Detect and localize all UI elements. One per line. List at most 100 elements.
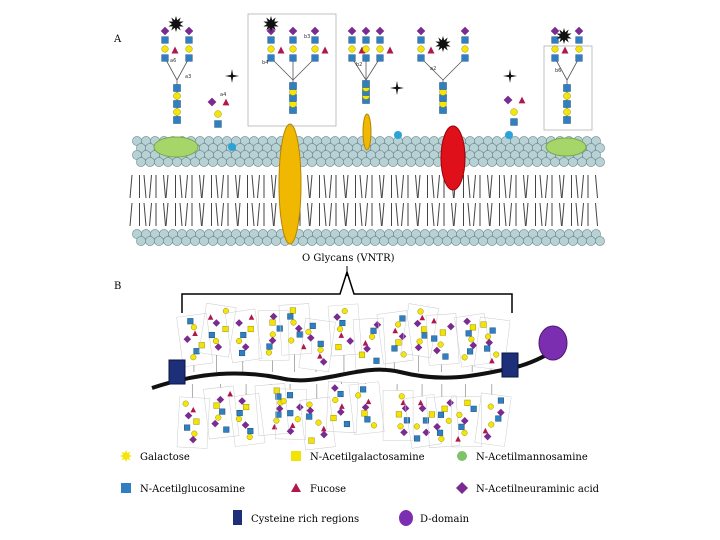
yellow-transmembrane-protein: [278, 123, 302, 245]
o-glycan-cluster: [275, 384, 308, 440]
galactose-circle: [306, 401, 313, 408]
lipid-head: [424, 236, 434, 246]
lipid-tail: [359, 174, 363, 199]
cyan-dot: [394, 131, 402, 139]
glcnac-square: [266, 343, 273, 350]
glcnac-square: [563, 100, 571, 108]
sialic-diamond: [485, 338, 494, 347]
lipid-head: [208, 236, 218, 246]
lipid-tail: [595, 174, 598, 199]
sialic-diamond: [336, 408, 345, 416]
galactose-circle: [362, 45, 370, 53]
o-glycan-cluster: [382, 384, 414, 441]
linkage-label: b4: [262, 60, 268, 66]
glycan-tree: [266, 26, 329, 114]
glycan-frame: [382, 390, 414, 441]
glycan-frame: [275, 388, 308, 440]
galnac-square: [308, 437, 315, 444]
lipid-tail: [503, 174, 507, 199]
glycan-frame: [348, 381, 385, 436]
galactose-circle: [311, 45, 319, 53]
lipid-head: [469, 157, 479, 167]
fucose-triangle: [248, 314, 255, 320]
galnac-icon: [291, 451, 301, 461]
sialic-diamond: [469, 341, 478, 350]
glcnac-square: [275, 393, 282, 400]
lipid-head: [352, 236, 362, 246]
galactose-icon: [120, 450, 132, 462]
panel-b-label: B: [114, 281, 121, 292]
lipid-head: [298, 236, 308, 246]
galactose-circle: [370, 422, 378, 429]
o-glycan-cluster: [425, 313, 460, 372]
galactose-circle: [173, 108, 181, 116]
glycan-tree: [347, 26, 394, 104]
lipid-tail: [329, 202, 332, 227]
fucose-triangle: [417, 399, 424, 406]
lipid-head: [172, 236, 182, 246]
lipid-head: [370, 157, 380, 167]
glycan-frame: [326, 381, 359, 433]
glcnac-square: [311, 54, 319, 62]
galactose-circle: [332, 396, 339, 404]
lipid-tail: [395, 202, 399, 227]
glycan-branch: [292, 57, 316, 81]
galactose-circle: [416, 338, 423, 345]
fucose-triangle: [455, 436, 461, 442]
lipid-tail: [199, 174, 202, 199]
mannosamine-icon: [457, 451, 467, 461]
sialic-diamond: [346, 337, 354, 345]
glcnac-square: [417, 36, 425, 44]
lipid-head: [514, 236, 524, 246]
lipid-tail: [251, 174, 255, 199]
glcnac-square: [461, 36, 469, 44]
galactose-circle: [484, 333, 492, 340]
lipid-head: [253, 157, 263, 167]
glycan-frame: [176, 313, 214, 368]
legend-label: N-Acetilmannosamine: [476, 452, 588, 463]
o-glycan-cluster: [198, 302, 237, 372]
lipid-head: [235, 236, 245, 246]
lipid-tail: [525, 174, 529, 199]
legend-label: D-domain: [420, 514, 470, 525]
lipid-tail: [545, 202, 548, 227]
o-glycan-cluster: [376, 310, 414, 372]
d-domain-icon: [399, 510, 413, 526]
lipid-head: [379, 236, 389, 246]
lipid-tail: [523, 202, 526, 227]
glcnac-square: [173, 100, 181, 108]
lipid-head: [586, 157, 596, 167]
fucose-triangle: [171, 46, 179, 54]
lipid-head: [595, 157, 605, 167]
lipid-head: [550, 157, 560, 167]
lipid-tail: [221, 202, 224, 227]
lipid-tail: [179, 174, 183, 199]
galactose-circle: [488, 421, 495, 428]
glcnac-square: [309, 322, 316, 329]
glcnac-square: [362, 80, 370, 88]
black-star-icon: [435, 36, 451, 52]
o-glycan-short: [503, 95, 526, 126]
lipid-tail: [525, 202, 529, 227]
fucose-triangle: [271, 423, 278, 430]
sialic-diamond: [286, 427, 295, 435]
lipid-head: [244, 236, 254, 246]
glcnac-square: [343, 420, 350, 428]
sialic-diamond: [347, 26, 357, 36]
o-glycan-cluster: [228, 384, 266, 447]
glycan-branch: [554, 57, 568, 81]
lipid-head: [271, 236, 281, 246]
sialic-diamond: [375, 26, 385, 36]
lipid-head: [334, 236, 344, 246]
galactose-circle: [280, 398, 287, 405]
glycan-branch: [270, 57, 294, 81]
lipid-tail: [509, 202, 512, 227]
o-glycan-cluster: [254, 383, 290, 436]
lipid-head: [190, 236, 200, 246]
lipid-tail: [307, 202, 310, 227]
galnac-square: [289, 307, 296, 314]
glcnac-square: [337, 390, 344, 398]
lipid-tail: [503, 202, 507, 227]
black-sparkle-icon: [225, 69, 239, 83]
glcnac-square: [275, 411, 282, 418]
